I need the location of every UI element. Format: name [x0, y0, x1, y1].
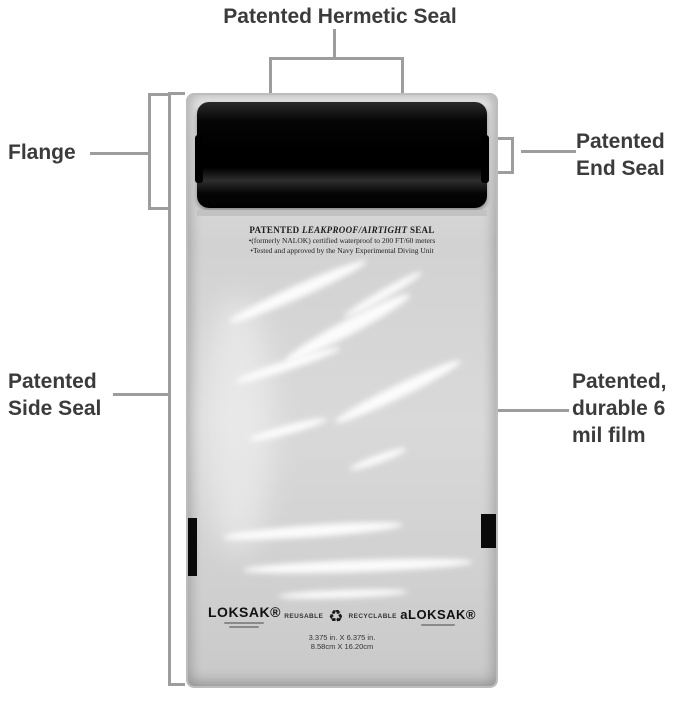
side-seal-bracket-vertical [168, 92, 171, 686]
flange-bracket-top-tick [148, 93, 168, 96]
callout-side-seal-label: Patented Side Seal [8, 370, 102, 420]
flange-bracket-vertical [148, 93, 151, 210]
seal-lower-strip [197, 210, 487, 216]
recyclable-label: RECYCLABLE [348, 612, 397, 620]
end-seal-left [195, 135, 203, 183]
aloksak-logo-text: aLOKSAK® [400, 606, 476, 622]
side-seal-bracket-top-tick [168, 92, 185, 95]
callout-flange-label: Flange [8, 141, 76, 164]
hermetic-seal [195, 102, 489, 208]
loksak-fineprint [224, 622, 265, 624]
flange-connector-line [90, 152, 148, 155]
loksak-fineprint [229, 626, 260, 628]
hermetic-bracket-stem [333, 29, 336, 58]
gloss-glow [203, 295, 273, 555]
seal-print-text: PATENTED LEAKPROOF/AIRTIGHT SEAL •(forme… [202, 225, 482, 255]
gloss-streak [348, 444, 408, 474]
recycle-group: REUSABLE ♻ RECYCLABLE [284, 608, 397, 625]
flange-bracket-bottom-tick [148, 207, 168, 210]
bag: PATENTED LEAKPROOF/AIRTIGHT SEAL •(forme… [186, 93, 498, 688]
gloss-streak [332, 354, 464, 429]
loksak-logo: LOKSAK® [208, 604, 281, 628]
seal-print-line3: •Tested and approved by the Navy Experim… [250, 246, 434, 255]
bottom-print-row: LOKSAK® REUSABLE ♻ RECYCLABLE aLOKSAK® [208, 601, 476, 631]
end-seal-bracket-vertical [511, 137, 514, 174]
left-edge-tick [188, 518, 197, 576]
loksak-logo-text: LOKSAK® [208, 604, 281, 620]
gloss-streak [242, 555, 474, 577]
bag-dimensions-line2: 8.58cm X 16.20cm [310, 642, 374, 651]
callout-end-seal-label: Patented End Seal [576, 130, 665, 180]
seal-print-line2: •(formerly NALOK) certified waterproof t… [248, 236, 436, 245]
side-seal-connector-line [113, 393, 168, 396]
callout-film-label: Patented, durable 6 mil film [572, 370, 667, 447]
side-seal-bracket-bottom-tick [168, 683, 185, 686]
bag-dimensions: 3.375 in. X 6.375 in. 8.58cm X 16.20cm [188, 633, 496, 651]
film-connector-line [447, 409, 569, 412]
callout-hermetic-seal-label: Patented Hermetic Seal [223, 5, 457, 28]
reusable-label: REUSABLE [284, 612, 324, 620]
end-seal-bracket-bottom-tick [496, 171, 514, 174]
aloksak-logo: aLOKSAK® [400, 607, 476, 626]
right-edge-tick [481, 514, 496, 548]
end-seal-right [481, 135, 489, 183]
end-seal-connector-line [521, 150, 576, 153]
recycle-icon: ♻ [328, 606, 344, 626]
bag-dimensions-line1: 3.375 in. X 6.375 in. [308, 633, 376, 642]
aloksak-fineprint [421, 623, 456, 626]
gloss-streak [277, 587, 409, 601]
seal-print-line1: PATENTED LEAKPROOF/AIRTIGHT SEAL [249, 225, 435, 235]
end-seal-bracket-top-tick [496, 137, 514, 140]
hermetic-bracket-bar [269, 57, 404, 60]
